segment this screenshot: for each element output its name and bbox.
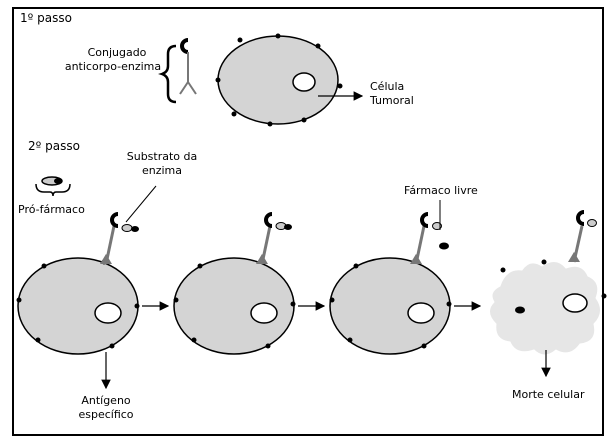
conjugate-antibody-icon [179, 38, 197, 95]
tumor-cell-stage3 [329, 257, 452, 355]
step2-label: 2º passo [28, 139, 80, 153]
tumor-cell-label-line2: Tumoral [370, 94, 414, 107]
conjugate-brace [158, 44, 177, 104]
antibody-enzyme-conjugate-4 [568, 210, 597, 263]
tumor-cell-step1 [215, 33, 343, 127]
antibody-enzyme-conjugate-1 [100, 212, 139, 265]
substrate-label-line1: Substrato da [126, 150, 198, 163]
tumor-cell-label-line1: Célula [370, 80, 405, 93]
substrate-label-line2: enzima [141, 164, 183, 177]
step1-label: 1º passo [20, 11, 72, 25]
cell-death-label: Morte celular [512, 388, 585, 401]
conjugate-label-line2: anticorpo-enzima [64, 60, 162, 73]
dying-tumor-cell [489, 259, 607, 356]
antigen-label-line2: específico [78, 408, 134, 421]
free-drug-molecule [439, 242, 449, 250]
substrate-pointer [125, 185, 157, 223]
tumor-cell-stage2 [173, 257, 296, 355]
tumor-cell-stage1 [16, 257, 140, 355]
diagram-border [12, 7, 604, 436]
antigen-label-line1: Antígeno [81, 394, 131, 407]
conjugate-label-line1: Conjugado [87, 46, 147, 59]
free-drug-label: Fármaco livre [404, 184, 478, 197]
antibody-enzyme-conjugate-2 [256, 212, 292, 265]
antibody-enzyme-conjugate-3 [410, 212, 442, 265]
prodrug-label: Pró-fármaco [18, 203, 85, 216]
prodrug-icon [35, 176, 71, 197]
